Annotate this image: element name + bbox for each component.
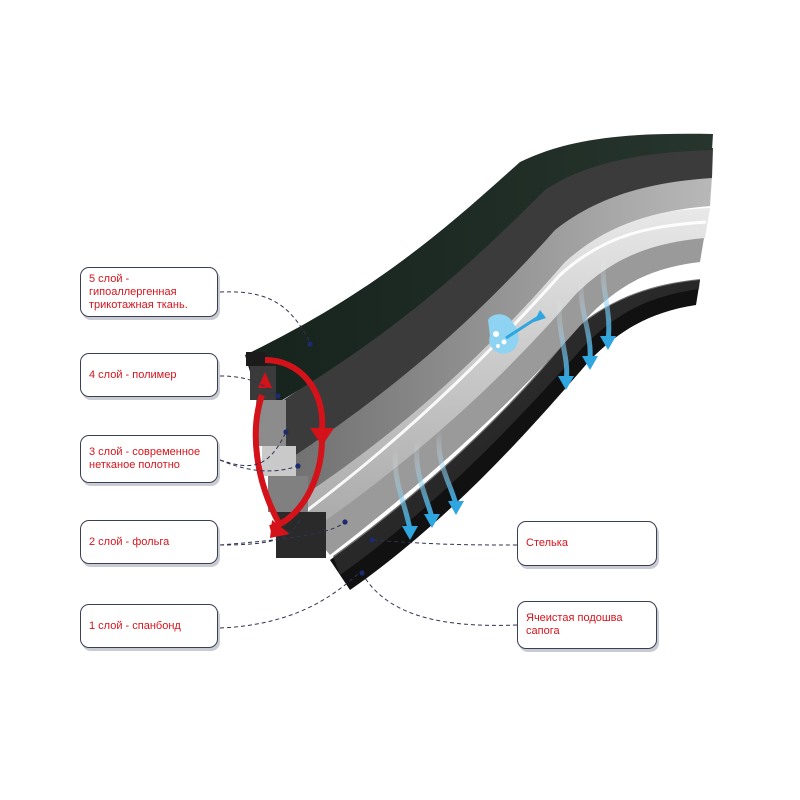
layer-5: [245, 133, 713, 412]
layer-3: [280, 176, 712, 498]
layer-4: [265, 148, 713, 462]
callout-layer-1: 1 слой - спанбонд: [80, 604, 218, 648]
callout-sole-text: Ячеистая подошва сапога: [526, 612, 623, 637]
layer-2: [295, 208, 710, 530]
arrow-heads: [402, 336, 616, 540]
callout-layer-4: 4 слой - полимер: [80, 353, 218, 397]
callout-sole: Ячеистая подошва сапога: [517, 601, 657, 649]
sole-layer: [330, 280, 700, 590]
airflow-arrows-icon: [392, 255, 612, 533]
callout-layer-5-text: 5 слой - гипоаллергенная трикотажная тка…: [89, 272, 188, 311]
callout-layer-2-text: 2 слой - фольга: [89, 535, 170, 548]
layer-2-shine: [304, 220, 707, 514]
callout-layer-3-text: 3 слой - современное нетканое полотно: [89, 446, 201, 471]
callout-layer-5: 5 слой - гипоаллергенная трикотажная тка…: [80, 267, 218, 317]
layer-1: [305, 232, 705, 555]
red-bracket-arrows-icon: [252, 357, 334, 538]
callout-layer-3: 3 слой - современное нетканое полотно: [80, 435, 218, 483]
leader-dots: [275, 341, 375, 576]
callout-layer-2: 2 слой - фольга: [80, 520, 218, 564]
callout-layer-1-text: 1 слой - спанбонд: [89, 619, 181, 632]
leader-lines: [219, 291, 518, 629]
water-drops-icon: [488, 310, 546, 354]
callout-insole: Стелька: [517, 521, 657, 566]
callout-layer-4-text: 4 слой - полимер: [89, 368, 177, 381]
callout-insole-text: Стелька: [526, 537, 568, 549]
